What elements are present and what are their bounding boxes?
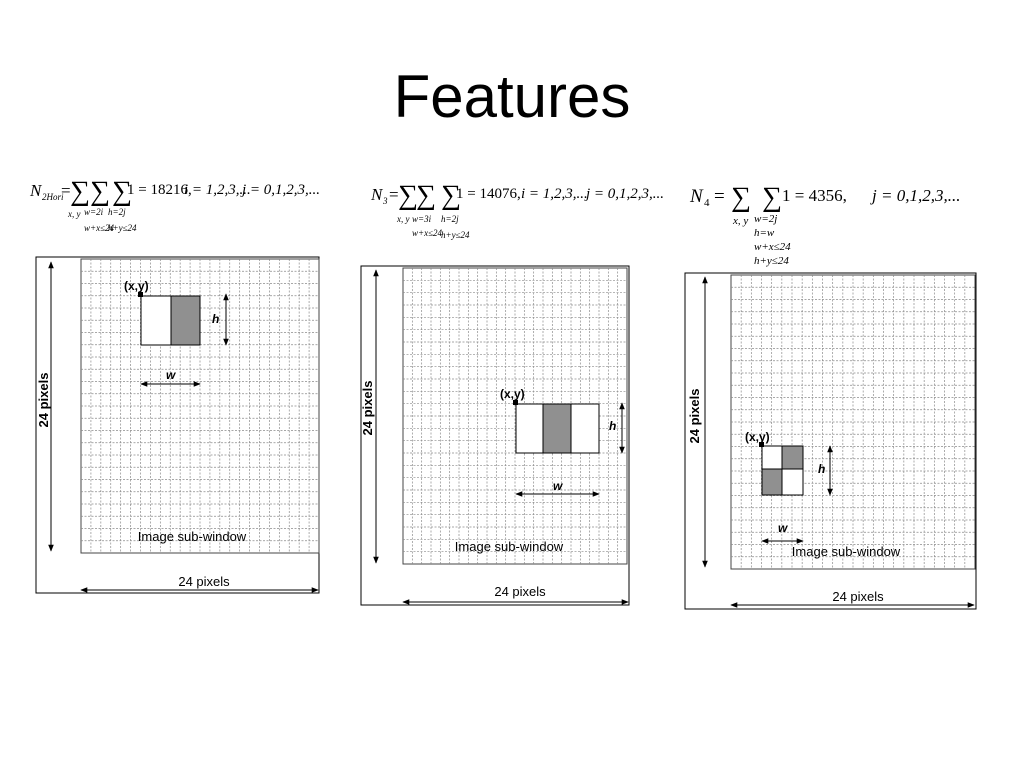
formula-1-lhs: N: [29, 181, 43, 200]
feature-white-rect: [761, 445, 783, 470]
formula-2-cond-hy: h+y≤24: [441, 230, 470, 240]
formula-2-rhs: 1 = 14076,: [456, 186, 521, 202]
formula-3-cond-wx: w+x≤24: [754, 241, 791, 253]
sum-symbol: ∑: [70, 176, 90, 207]
xy-label: (x,y): [745, 430, 770, 444]
formula-1-rhs: 1 = 18216,: [127, 182, 192, 198]
panel-3: N 4 = ∑ ∑ 1 = 4356, j = 0,1,2,3,... x, y…: [684, 182, 977, 610]
formula-2-cond-w: w=3i: [412, 214, 432, 224]
image-subwindow-caption: Image sub-window: [138, 529, 247, 544]
image-subwindow-caption: Image sub-window: [792, 544, 901, 559]
feature-gray-rect: [542, 403, 572, 454]
formula-2-i-range: i = 1,2,3,...: [521, 186, 588, 202]
slide-title: Features: [393, 63, 631, 130]
formula-2-equals: =: [389, 185, 399, 204]
formula-1-equals: =: [61, 181, 71, 200]
formula-1-i-range: i = 1,2,3,...: [184, 182, 251, 198]
sum-symbol: ∑: [441, 180, 461, 211]
bottom-24-pixels-label: 24 pixels: [178, 574, 230, 589]
sum-symbol: ∑: [90, 176, 110, 207]
formula-2-j-range: j = 0,1,2,3,...: [584, 186, 664, 202]
sum-symbol: ∑: [762, 182, 782, 213]
formula-3-lhs-sub: 4: [704, 197, 710, 209]
formula-3-cond-xy: x, y: [732, 215, 748, 227]
formula-3: N 4 = ∑ ∑ 1 = 4356, j = 0,1,2,3,... x, y…: [689, 182, 960, 267]
formula-2: N 3 = ∑ ∑ ∑ 1 = 14076, i = 1,2,3,... j =…: [370, 180, 664, 240]
sum-symbol: ∑: [398, 180, 418, 211]
formula-1-cond-w: w=2i: [84, 207, 104, 217]
sum-symbol: ∑: [112, 176, 132, 207]
formula-3-j-range: j = 0,1,2,3,...: [870, 186, 960, 205]
side-24-pixels-label: 24 pixels: [36, 373, 51, 428]
grid-3: [730, 274, 976, 570]
feature-white-rect: [781, 468, 804, 496]
xy-label: (x,y): [124, 279, 149, 293]
side-24-pixels-label: 24 pixels: [360, 381, 375, 436]
formula-2-cond-xy: x, y: [396, 214, 410, 224]
w-label: w: [553, 479, 563, 493]
formula-3-rhs: 1 = 4356,: [782, 186, 847, 205]
panel-1: N 2Hori = ∑ ∑ ∑ 1 = 18216, i = 1,2,3,...…: [29, 176, 320, 594]
formula-2-cond-h: h=2j: [441, 214, 459, 224]
feature-white-rect: [570, 403, 600, 454]
formula-1-cond-h: h=2j: [108, 207, 126, 217]
feature-gray-rect: [781, 445, 804, 470]
formula-3-cond-w: w=2j: [754, 213, 777, 225]
formula-1: N 2Hori = ∑ ∑ ∑ 1 = 18216, i = 1,2,3,...…: [29, 176, 320, 233]
sum-symbol: ∑: [731, 182, 751, 213]
formula-3-lhs: N: [689, 186, 704, 207]
w-label: w: [166, 368, 176, 382]
formula-1-cond-wx: w+x≤24: [84, 223, 115, 233]
formula-1-cond-xy: x, y: [67, 209, 81, 219]
xy-marker: [513, 400, 518, 405]
sum-symbol: ∑: [416, 180, 436, 211]
w-label: w: [778, 521, 788, 535]
formula-1-cond-hy: h+y≤24: [108, 223, 137, 233]
feature-white-rect: [515, 403, 544, 454]
feature-gray-rect: [761, 468, 783, 496]
formula-3-cond-hy: h+y≤24: [754, 255, 789, 267]
formula-2-lhs-sub: 3: [382, 196, 388, 206]
formula-1-j-range: j = 0,1,2,3,...: [240, 182, 320, 198]
bottom-24-pixels-label: 24 pixels: [494, 584, 546, 599]
panel-2-frame: [360, 265, 630, 606]
formula-2-cond-wx: w+x≤24: [412, 228, 443, 238]
formula-2-lhs: N: [370, 185, 384, 204]
xy-label: (x,y): [500, 387, 525, 401]
formula-1-lhs-sub: 2Hori: [42, 192, 64, 202]
xy-marker: [759, 442, 764, 447]
bottom-24-pixels-label: 24 pixels: [832, 589, 884, 604]
side-24-pixels-label: 24 pixels: [687, 389, 702, 444]
panel-3-frame: [684, 272, 977, 610]
formula-3-cond-h: h=w: [754, 227, 775, 239]
feature-gray-rect: [170, 295, 201, 346]
formula-3-equals: =: [714, 186, 725, 207]
feature-white-rect: [140, 295, 172, 346]
h-label: h: [818, 462, 825, 476]
h-label: h: [609, 419, 616, 433]
panel-2: N 3 = ∑ ∑ ∑ 1 = 14076, i = 1,2,3,... j =…: [360, 180, 664, 606]
xy-marker: [138, 292, 143, 297]
image-subwindow-caption: Image sub-window: [455, 539, 564, 554]
h-label: h: [212, 312, 219, 326]
